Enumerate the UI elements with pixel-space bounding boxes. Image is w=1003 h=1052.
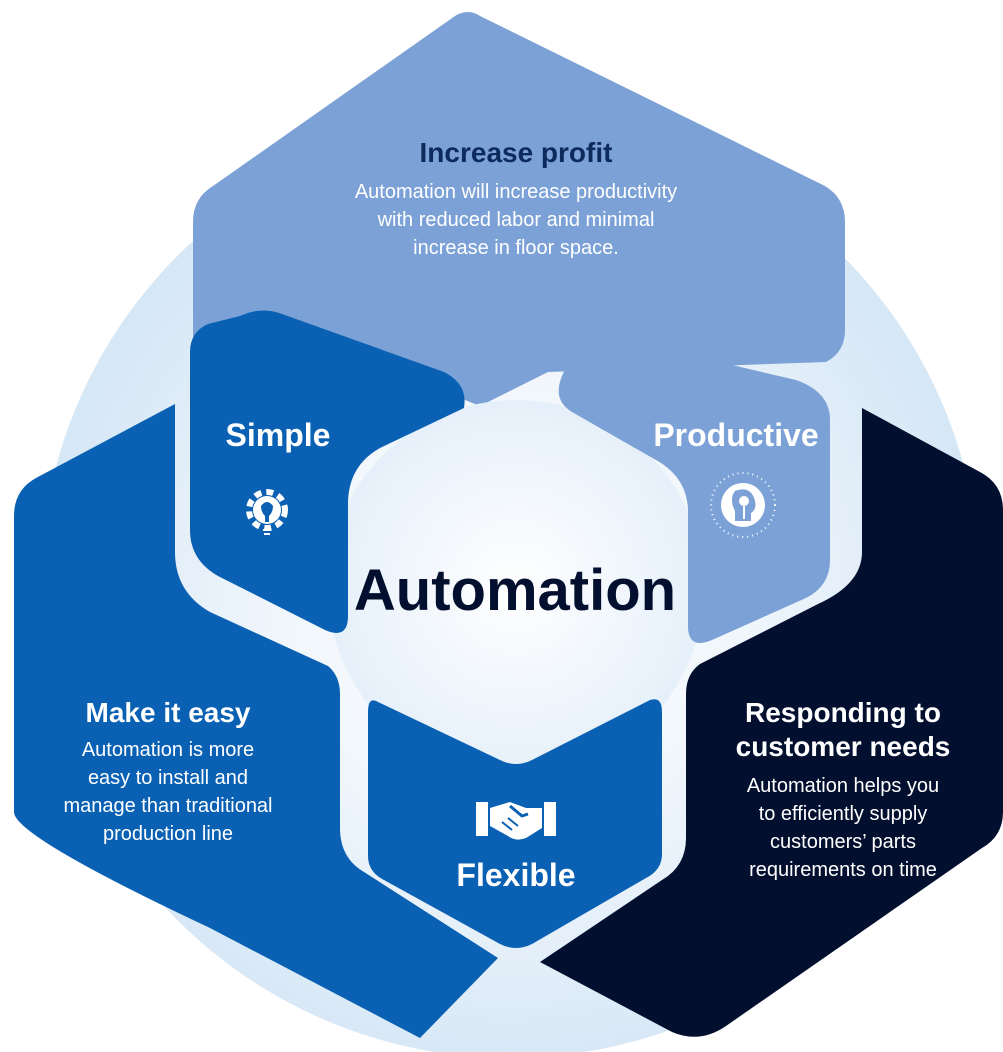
responding-body-line-2: to efficiently supply [759, 803, 928, 825]
inner-productive [558, 336, 830, 643]
make-it-easy-body-line-1: Automation is more [82, 739, 254, 761]
segment-responding-shape [540, 408, 1003, 1037]
make-it-easy-body-line-3: manage than traditional [63, 795, 272, 817]
handshake-icon [476, 802, 556, 840]
segment-make-it-easy-shape [14, 404, 498, 1038]
segment-responding [540, 408, 1003, 1037]
inner-simple-shape [190, 310, 465, 633]
make-it-easy-body-line-4: production line [103, 823, 233, 845]
responding-title-line-2: customer needs [736, 731, 951, 762]
responding-body-line-4: requirements on time [749, 859, 937, 881]
increase-profit-body-line-2: with reduced labor and minimal [377, 209, 655, 231]
simple-label: Simple [226, 417, 331, 453]
productive-label: Productive [653, 417, 818, 453]
responding-title-line-1: Responding to [745, 697, 941, 728]
flexible-label: Flexible [456, 857, 575, 893]
head-lightbulb-icon [710, 472, 776, 538]
inner-simple [190, 310, 465, 633]
responding-body-line-1: Automation helps you [747, 775, 939, 797]
make-it-easy-body-line-2: easy to install and [88, 767, 248, 789]
segment-increase-profit-shape [193, 12, 845, 406]
center-title: Automation [354, 558, 676, 623]
segment-increase-profit [193, 12, 845, 406]
increase-profit-body-line-3: increase in floor space. [413, 237, 619, 259]
responding-body-line-3: customers’ parts [770, 831, 916, 853]
increase-profit-body-line-1: Automation will increase productivity [355, 181, 677, 203]
center-glow [328, 400, 704, 776]
make-it-easy-title: Make it easy [86, 697, 251, 728]
gear-lightbulb-icon [246, 489, 288, 535]
increase-profit-title: Increase profit [420, 137, 613, 168]
segment-make-it-easy [14, 404, 498, 1038]
inner-productive-shape [558, 336, 830, 643]
